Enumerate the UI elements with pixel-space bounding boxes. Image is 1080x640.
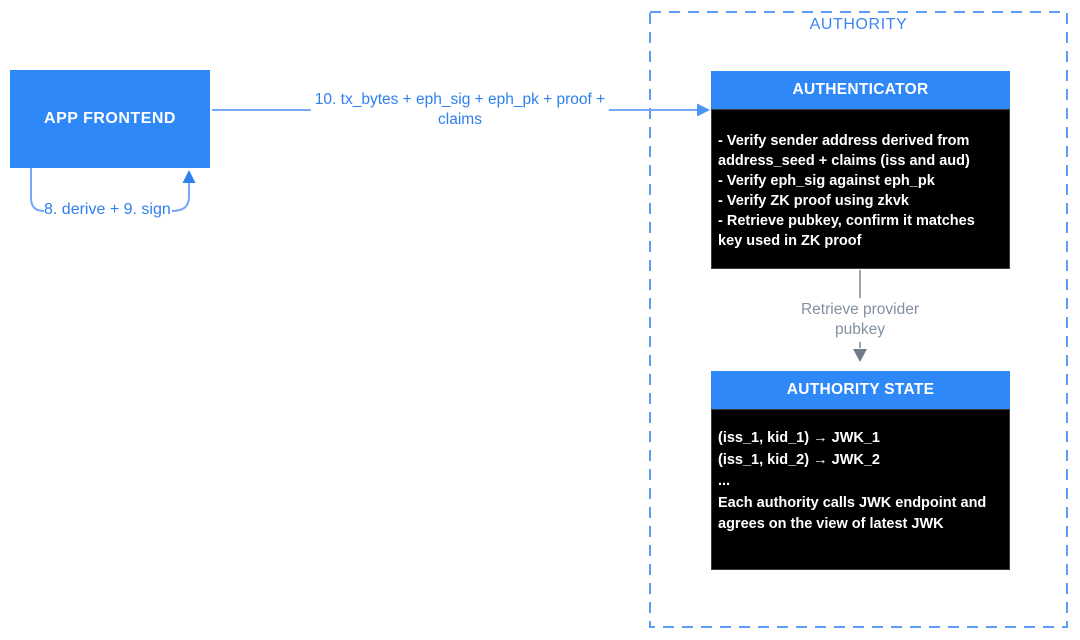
app-frontend-node: APP FRONTEND — [10, 70, 210, 168]
authenticator-node: AUTHENTICATOR - Verify sender address de… — [711, 71, 1010, 269]
main-arrow-label: 10. tx_bytes + eph_sig + eph_pk + proof … — [310, 90, 610, 130]
authority-container-title: AUTHORITY — [809, 16, 908, 33]
self-loop-label: 8. derive + 9. sign — [44, 201, 171, 218]
app-frontend-label: APP FRONTEND — [44, 110, 176, 127]
self-loop-left-line — [30, 168, 45, 212]
authority-state-header: AUTHORITY STATE — [711, 371, 1010, 409]
authenticator-header: AUTHENTICATOR — [711, 71, 1010, 109]
authenticator-body-text: - Verify sender address derived from add… — [711, 109, 1010, 269]
retrieve-arrowhead-down-icon — [853, 349, 867, 362]
self-loop-right-line — [171, 182, 190, 212]
self-loop-arrowhead-up-icon — [182, 170, 196, 183]
retrieve-arrow-label: Retrieve provider pubkey — [794, 298, 926, 342]
authority-state-body-text: (iss_1, kid_1) → JWK_1 (iss_1, kid_2) → … — [711, 409, 1010, 570]
authority-state-node: AUTHORITY STATE (iss_1, kid_1) → JWK_1 (… — [711, 371, 1010, 570]
main-arrowhead-right-icon — [697, 103, 710, 117]
